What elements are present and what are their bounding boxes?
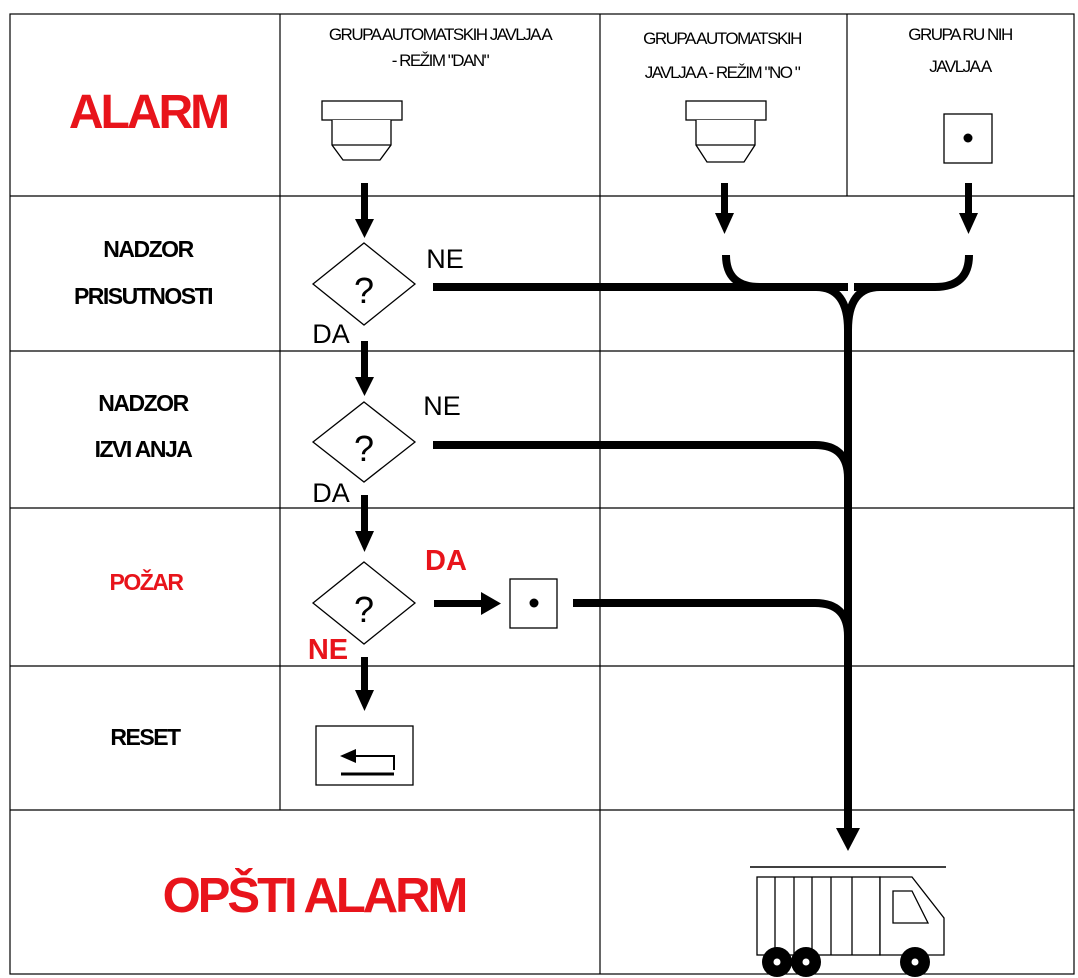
row-label-presence-line1: NADZOR <box>103 236 194 262</box>
fire-no-label: NE <box>308 634 348 666</box>
row-label-investigation-line2: IZVI ANJA <box>95 436 193 462</box>
decision-symbol: ? <box>354 589 374 630</box>
row-label-presence-line2: PRISUTNOSTI <box>74 283 212 309</box>
investigation-decision: ? <box>313 402 415 482</box>
fire-truck-icon <box>750 867 946 977</box>
group-manual-line2: JAVLJA A <box>929 57 993 76</box>
general-alarm-label: OPŠTI ALARM <box>163 868 466 923</box>
investigation-no-label: NE <box>423 391 461 421</box>
group-auto-day-line1: GRUPA AUTOMATSKIH JAVLJA A <box>329 25 554 44</box>
group-auto-day-line2: - REŽIM "DAN" <box>392 51 490 70</box>
investigation-yes-label: DA <box>312 478 350 508</box>
manual-call-point-icon <box>944 114 992 163</box>
presence-yes-label: DA <box>312 319 350 349</box>
decision-symbol: ? <box>354 428 374 469</box>
row-label-investigation-line1: NADZOR <box>98 390 189 416</box>
alarm-title: ALARM <box>69 86 227 139</box>
table-grid <box>10 14 1074 974</box>
row-label-fire: POŽAR <box>110 568 185 595</box>
presence-no-label: NE <box>426 244 464 274</box>
row-label-reset: RESET <box>110 724 181 750</box>
connection-lines <box>433 255 969 830</box>
smoke-detector-icon <box>322 101 402 160</box>
fire-decision: ? <box>313 562 415 644</box>
fire-yes-label: DA <box>425 545 467 577</box>
smoke-detector-icon <box>686 101 766 162</box>
decision-symbol: ? <box>354 270 374 311</box>
group-auto-night-line1: GRUPA AUTOMATSKIH <box>643 29 801 48</box>
group-manual-line1: GRUPA RU NIH <box>908 25 1012 44</box>
reset-return-icon <box>316 726 413 785</box>
presence-decision: ? <box>313 243 415 325</box>
manual-call-point-icon <box>510 579 557 628</box>
group-auto-night-line2: JAVLJA A - REŽIM "NO " <box>645 63 801 82</box>
